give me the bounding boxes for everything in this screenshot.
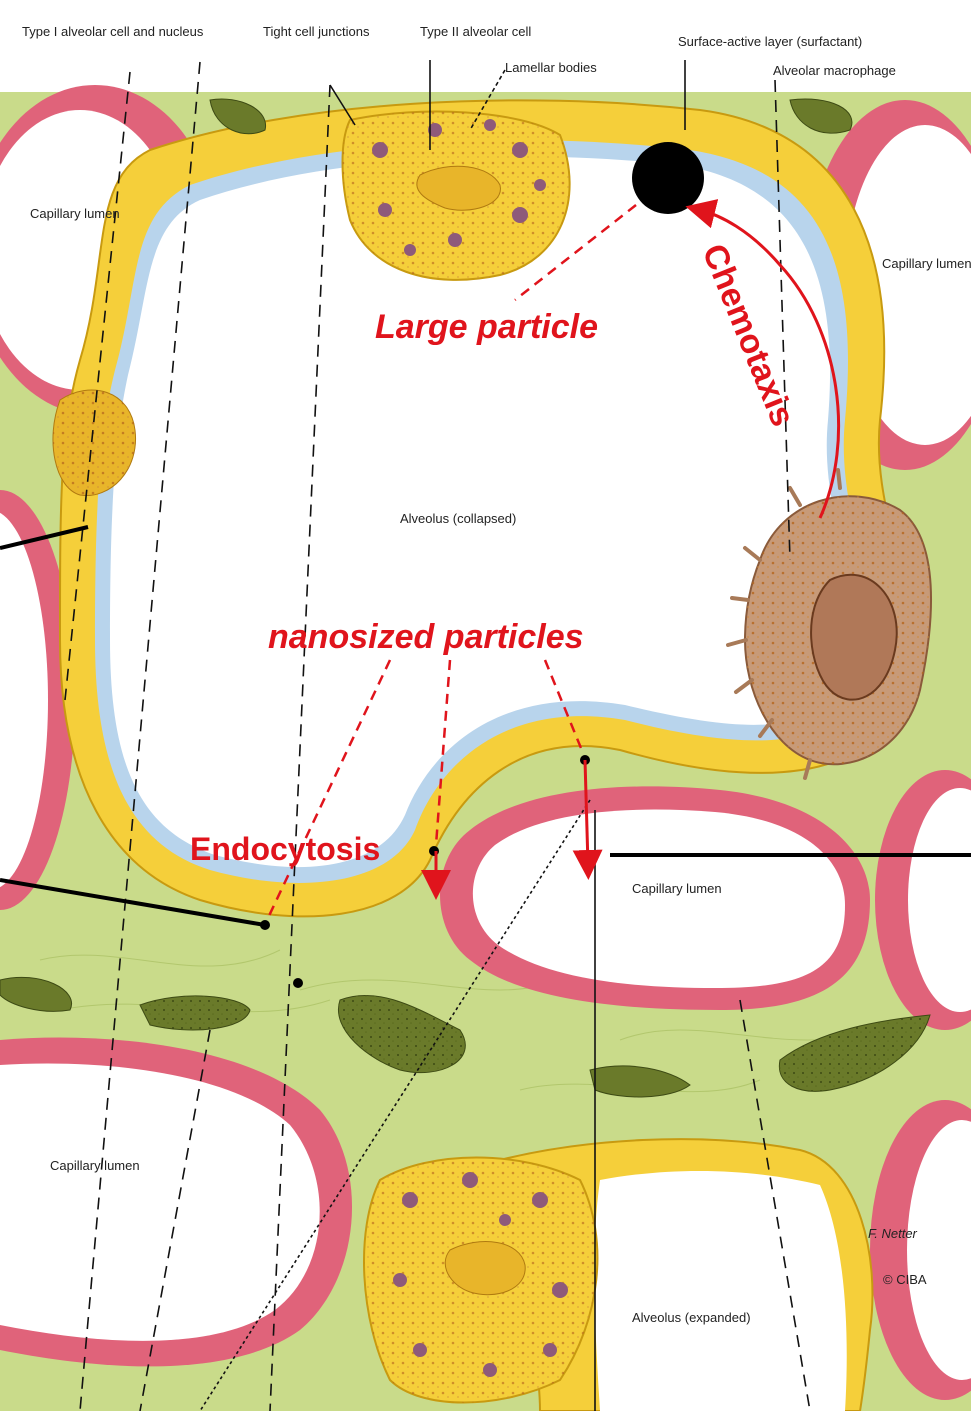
label-copyright: © CIBA <box>883 1272 927 1287</box>
label-macrophage: Alveolar macrophage <box>773 63 896 78</box>
label-large-particle: Large particle <box>375 308 598 346</box>
label-type2-cell: Type II alveolar cell <box>420 24 531 39</box>
label-type1-cell: Type I alveolar cell and nucleus <box>22 24 204 39</box>
label-nanosized-particles: nanosized particles <box>268 618 584 656</box>
large-particle-dot <box>632 142 704 214</box>
label-endocytosis: Endocytosis <box>190 831 380 867</box>
label-signature: F. Netter <box>868 1226 918 1241</box>
label-alveolus-bottom: Alveolus (expanded) <box>632 1310 751 1325</box>
capillary-center <box>440 786 870 1010</box>
label-alveolus-center: Alveolus (collapsed) <box>400 511 516 526</box>
label-tight-junctions: Tight cell junctions <box>263 24 370 39</box>
type2-cell-top <box>343 112 570 280</box>
label-cap-lumen-right: Capillary lumen <box>882 256 971 271</box>
label-cap-lumen-topleft: Capillary lumen <box>30 206 120 221</box>
label-surface-layer: Surface-active layer (surfactant) <box>678 34 862 49</box>
type2-cell-bottom <box>364 1158 597 1403</box>
label-lamellar-bodies: Lamellar bodies <box>505 60 597 75</box>
label-cap-lumen-bottomleft: Capillary lumen <box>50 1158 140 1173</box>
label-cap-lumen-center: Capillary lumen <box>632 881 722 896</box>
